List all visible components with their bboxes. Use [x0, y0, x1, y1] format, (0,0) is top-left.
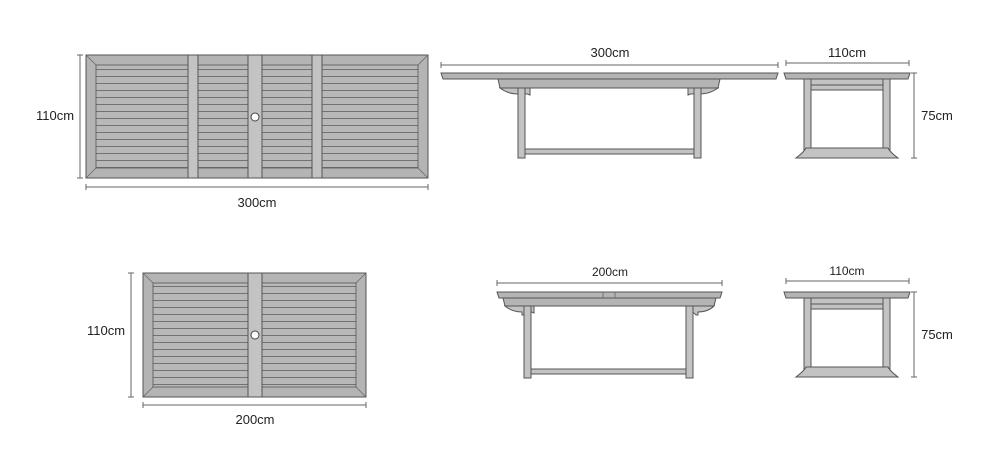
extended-side-top	[440, 72, 779, 80]
closed-end-top	[783, 291, 911, 299]
extended-side-view: 300cm	[440, 45, 779, 159]
extended-end-width-label: 110cm	[828, 45, 866, 60]
extended-end-height-label: 75cm	[921, 108, 953, 123]
closed-side-view: 200cm	[496, 265, 723, 379]
extended-top-leaf-2	[261, 64, 313, 169]
parasol-hole	[250, 330, 260, 340]
extended-end-view: 110cm 75cm	[783, 45, 953, 159]
closed-top-width-label: 200cm	[235, 412, 274, 427]
closed-side-leg-left	[523, 305, 532, 379]
closed-side-length-label: 200cm	[592, 265, 628, 279]
extended-top-width-label: 300cm	[237, 195, 276, 210]
closed-side-leg-right	[685, 305, 694, 379]
extended-top-panel-2	[321, 64, 419, 169]
extended-top-depth-label: 110cm	[36, 108, 74, 123]
extended-side-leg-left	[517, 87, 526, 159]
closed-top-panel-1	[152, 282, 249, 388]
closed-top-view: 110cm 200cm	[87, 272, 367, 427]
extended-top-view: 110cm 300cm	[36, 54, 429, 210]
extended-top-leaf-1	[197, 64, 249, 169]
closed-end-view: 110cm 75cm	[783, 264, 953, 378]
closed-side-top	[496, 291, 723, 299]
closed-end-foot	[794, 366, 900, 378]
extended-side-length-label: 300cm	[590, 45, 629, 60]
extended-top-panel-1	[95, 64, 189, 169]
extended-side-leg-right	[693, 87, 702, 159]
closed-end-width-label: 110cm	[829, 264, 864, 278]
closed-end-height-label: 75cm	[921, 327, 953, 342]
parasol-hole	[250, 112, 260, 122]
closed-top-panel-2	[261, 282, 357, 388]
closed-top-depth-label: 110cm	[87, 323, 125, 338]
extended-end-foot	[794, 147, 900, 159]
extended-end-top	[783, 72, 911, 80]
